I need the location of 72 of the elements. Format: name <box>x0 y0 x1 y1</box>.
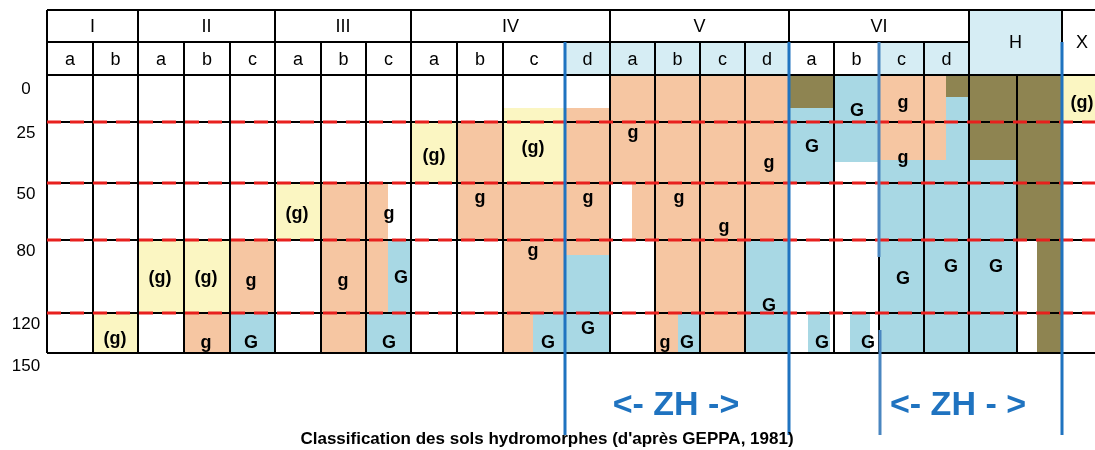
column-header: a <box>65 50 75 68</box>
soil-marker-label: g <box>200 333 212 351</box>
soil-marker-label: g <box>673 188 685 206</box>
zone-label: <- ZH - > <box>890 386 1026 420</box>
soil-marker-label: g <box>659 333 671 351</box>
soil-marker-label: G <box>805 137 819 155</box>
column-header: IV <box>502 17 519 35</box>
column-header: a <box>806 50 817 68</box>
depth-tick-label: 120 <box>11 314 41 332</box>
column-header: a <box>293 50 303 68</box>
column-header: a <box>429 50 439 68</box>
soil-marker-label: g <box>245 271 257 289</box>
column-header: d <box>762 50 772 68</box>
soil-marker-label: g <box>337 271 349 289</box>
soil-marker-label: g <box>474 188 486 206</box>
depth-tick-label: 25 <box>16 123 36 141</box>
depth-tick-label: 150 <box>11 356 41 374</box>
column-header: III <box>335 17 351 35</box>
soil-marker-label: (g) <box>148 268 172 286</box>
soil-marker-label: G <box>394 268 408 286</box>
soil-marker-label: G <box>815 333 829 351</box>
soil-marker-label: G <box>382 333 396 351</box>
soil-marker-label: G <box>581 319 595 337</box>
column-header: d <box>941 50 952 68</box>
soil-marker-label: (g) <box>103 329 127 347</box>
column-header: b <box>202 50 212 68</box>
column-header: c <box>529 50 539 68</box>
column-header: H <box>1009 33 1022 51</box>
soil-marker-label: g <box>718 217 730 235</box>
column-header: II <box>201 17 212 35</box>
column-header: b <box>338 50 349 68</box>
soil-marker-label: G <box>989 257 1003 275</box>
column-header: a <box>627 50 638 68</box>
caption: Classification des sols hydromorphes (d'après GEPPA, 1981) <box>300 429 794 447</box>
soil-marker-label: g <box>383 204 395 222</box>
depth-tick-label: 50 <box>16 184 36 202</box>
soil-marker-label: G <box>861 333 875 351</box>
soil-marker-label: G <box>762 296 776 314</box>
soil-marker-label: g <box>897 93 909 111</box>
soil-marker-label: G <box>850 101 864 119</box>
zone-label: <- ZH -> <box>612 386 740 420</box>
soil-marker-label: g <box>582 188 594 206</box>
column-header: b <box>672 50 683 68</box>
soil-marker-label: G <box>541 333 555 351</box>
soil-marker-label: (g) <box>194 268 218 286</box>
soil-marker-label: g <box>527 241 539 259</box>
soil-marker-label: G <box>896 269 910 287</box>
soil-marker-label: (g) <box>1070 93 1094 111</box>
column-header: VI <box>870 17 888 35</box>
column-header: d <box>582 50 593 68</box>
soil-marker-label: g <box>897 148 909 166</box>
column-header: I <box>90 17 95 35</box>
soil-marker-label: G <box>680 333 694 351</box>
column-header: c <box>248 50 257 68</box>
column-header: b <box>110 50 121 68</box>
column-header: b <box>851 50 862 68</box>
soil-marker-label: G <box>244 333 258 351</box>
column-header: b <box>475 50 485 68</box>
column-header: V <box>693 17 706 35</box>
soil-marker-label: g <box>627 123 639 141</box>
column-header: c <box>384 50 393 68</box>
column-header: c <box>897 50 906 68</box>
soil-marker-label: (g) <box>285 204 309 222</box>
column-header: c <box>718 50 727 68</box>
column-header: a <box>156 50 166 68</box>
column-header: X <box>1076 33 1088 51</box>
soil-marker-label: (g) <box>422 146 446 164</box>
soil-marker-label: G <box>944 257 958 275</box>
soil-marker-label: g <box>763 153 775 171</box>
depth-tick-label: 80 <box>16 241 36 259</box>
soil-marker-label: (g) <box>521 138 545 156</box>
depth-tick-label: 0 <box>21 79 31 97</box>
